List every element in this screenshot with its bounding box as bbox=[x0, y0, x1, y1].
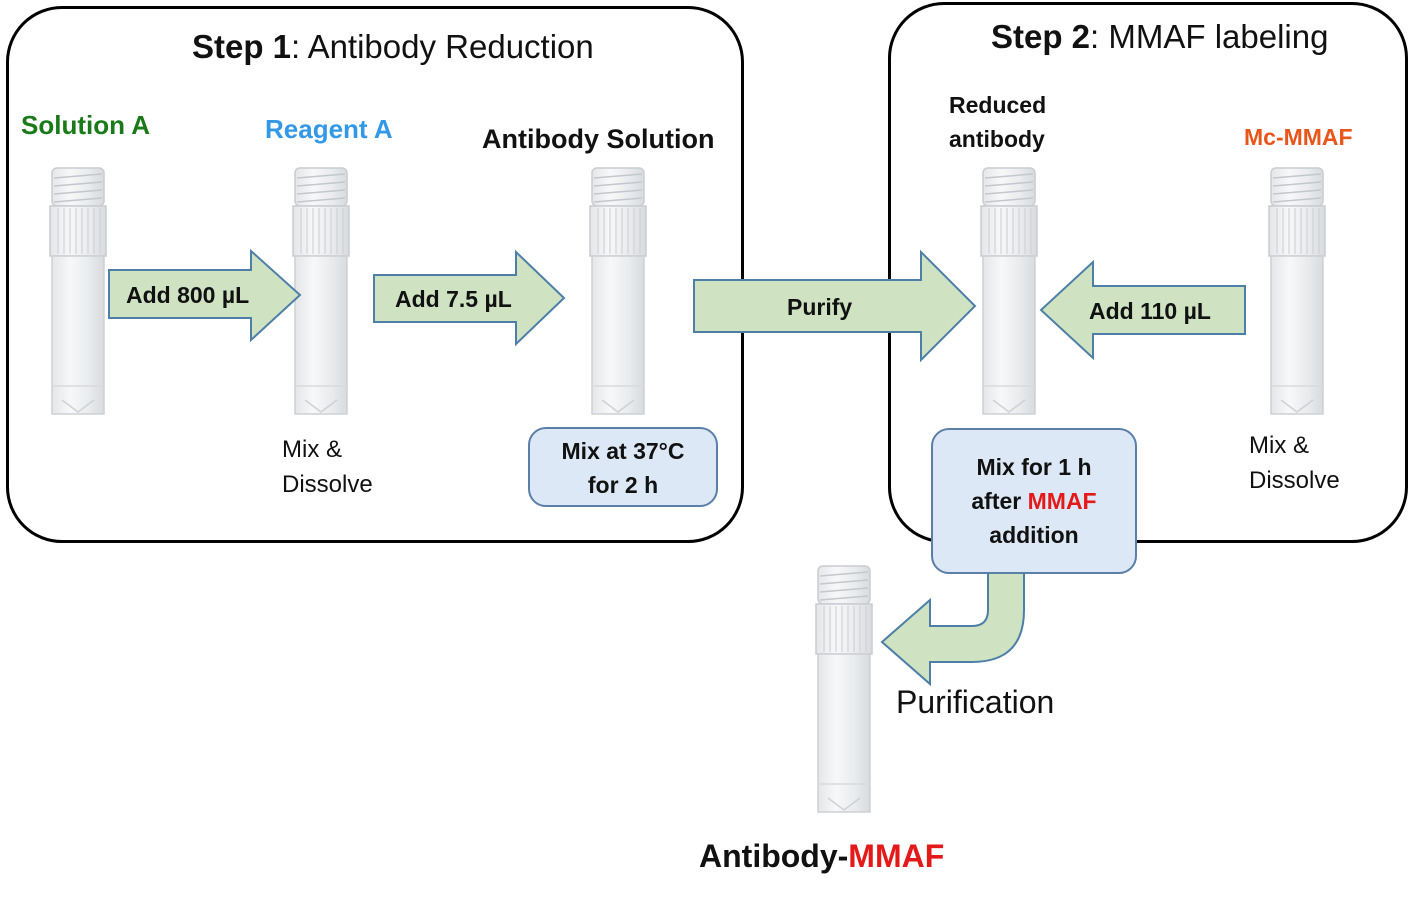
arrow-add-110 bbox=[1039, 259, 1246, 361]
label-reagent-a: Reagent A bbox=[265, 114, 393, 144]
label-antibody-solution: Antibody Solution bbox=[482, 124, 715, 154]
step1-title: Step 1: Antibody Reduction bbox=[192, 28, 594, 65]
arrow-add-800 bbox=[108, 248, 302, 343]
arrow-purify bbox=[693, 249, 977, 363]
arrow-purification bbox=[880, 565, 1025, 687]
arrow-label-add-7-5: Add 7.5 µL bbox=[395, 286, 512, 312]
purification-label: Purification bbox=[896, 684, 1055, 720]
final-product-label: Antibody-MMAF bbox=[699, 838, 945, 874]
arrow-label-purify: Purify bbox=[787, 294, 853, 320]
label-mc-mmaf: Mc-MMAF bbox=[1244, 124, 1353, 150]
mix-dissolve-mc-mmaf: Mix & Dissolve bbox=[1249, 432, 1340, 494]
tube-reagent-a bbox=[292, 167, 350, 415]
mix-dissolve-reagent-a: Mix & Dissolve bbox=[282, 436, 373, 498]
arrow-label-add-800: Add 800 µL bbox=[126, 282, 250, 308]
incubation-note: Mix at 37°C for 2 h bbox=[528, 427, 718, 507]
arrow-add-7-5 bbox=[373, 249, 566, 347]
reaction-note: Mix for 1 h after MMAF addition bbox=[931, 428, 1137, 574]
label-solution-a: Solution A bbox=[21, 110, 151, 140]
tube-antibody-solution bbox=[589, 167, 647, 415]
tube-mc-mmaf bbox=[1268, 167, 1326, 415]
label-reduced-antibody: Reduced antibody bbox=[949, 92, 1047, 152]
tube-solution-a bbox=[49, 167, 107, 415]
tube-reduced-antibody bbox=[980, 167, 1038, 415]
arrow-label-add-110: Add 110 µL bbox=[1089, 298, 1211, 324]
tube-antibody-mmaf bbox=[815, 565, 873, 813]
step2-title: Step 2: MMAF labeling bbox=[991, 18, 1329, 55]
